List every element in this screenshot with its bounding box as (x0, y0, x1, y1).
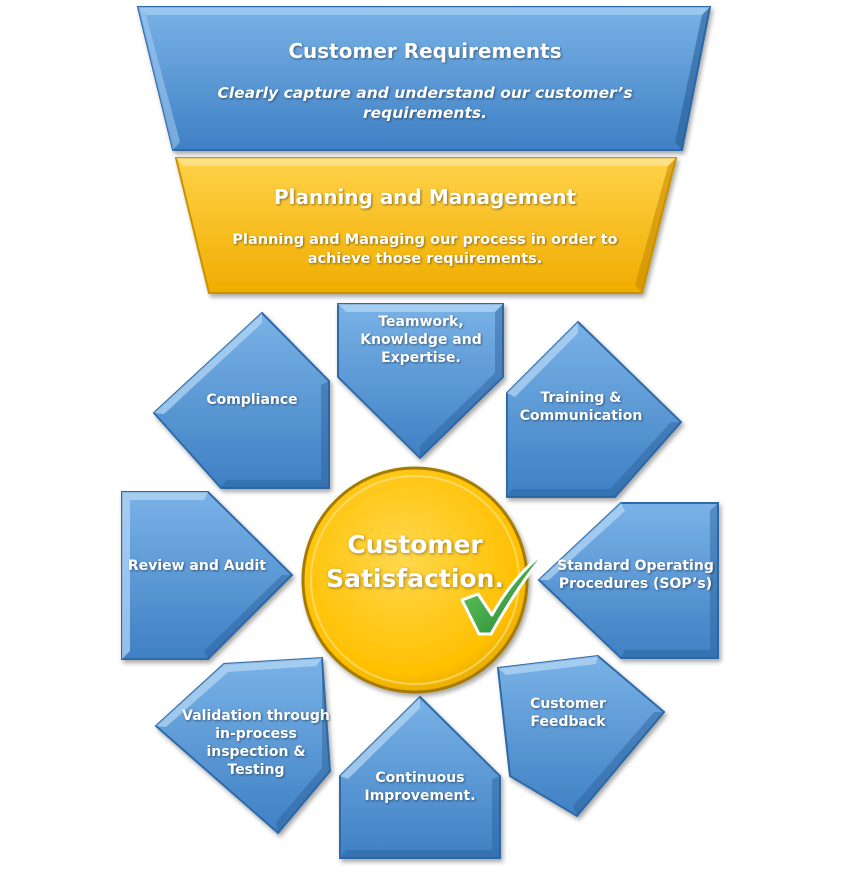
planning-management-title: Planning and Management (273, 185, 577, 210)
sop-label: Standard Operating Procedures (SOP’s) (557, 558, 714, 592)
pentagon-training-shape (506, 320, 683, 498)
review-audit-label: Review and Audit (127, 558, 267, 575)
planning-management-shape (174, 157, 678, 294)
planning-management-subtitle: Planning and Managing our process in ord… (232, 232, 618, 267)
customer-satisfaction-line1: Customer (347, 529, 483, 559)
pentagon-compliance-shape (152, 311, 330, 489)
compliance-label: Compliance (206, 392, 298, 409)
pentagon-teamwork-shape (337, 303, 504, 460)
continuous-improvement-label: Continuous Improvement. (364, 770, 476, 804)
training-label: Training & Communication (519, 390, 643, 424)
customer-requirements-title: Customer Requirements (288, 39, 562, 64)
validation-label: Validation through in-process inspection… (182, 708, 330, 778)
checkmark-icon (460, 546, 552, 636)
pentagon-review-shape (121, 491, 294, 660)
customer-feedback-label: Customer Feedback (530, 696, 606, 730)
customer-satisfaction-line2: Satisfaction. (326, 563, 504, 593)
pentagon-continuous-shape (339, 695, 501, 859)
customer-requirements-subtitle: Clearly capture and understand our custo… (217, 84, 633, 122)
pentagon-feedback-shape (496, 654, 666, 818)
customer-requirements-shape (136, 6, 712, 151)
teamwork-label: Teamwork, Knowledge and Expertise. (360, 314, 482, 366)
pentagon-validation-shape (154, 656, 332, 835)
pentagon-sop-shape (537, 502, 719, 659)
